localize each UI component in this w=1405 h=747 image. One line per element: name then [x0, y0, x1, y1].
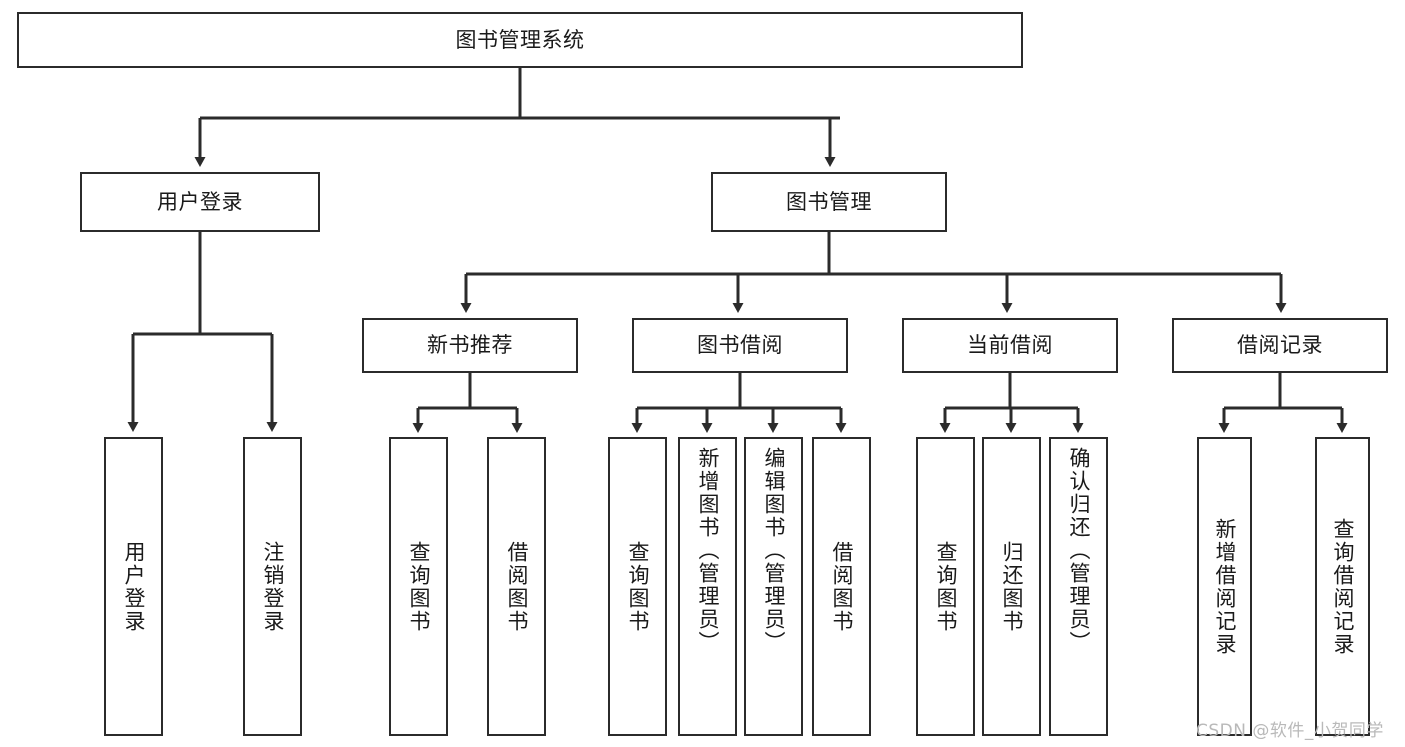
- node-book-borrow-label: 图书借阅: [697, 333, 783, 358]
- node-leaf-add-record[interactable]: 新增借阅记录: [1197, 437, 1252, 736]
- node-leaf-return-book[interactable]: 归还图书: [982, 437, 1041, 736]
- node-leaf-borrow-book-b[interactable]: 借阅图书: [812, 437, 871, 736]
- node-user-login-label: 用户登录: [157, 189, 243, 214]
- node-current-borrow[interactable]: 当前借阅: [902, 318, 1118, 373]
- node-leaf-borrow-book-rec[interactable]: 借阅图书: [487, 437, 546, 736]
- node-book-manage[interactable]: 图书管理: [711, 172, 947, 232]
- node-root[interactable]: 图书管理系统: [17, 12, 1023, 68]
- node-current-borrow-label: 当前借阅: [967, 333, 1053, 358]
- node-leaf-query-book-rec[interactable]: 查询图书: [389, 437, 448, 736]
- node-leaf-confirm-return-label: 确认归还（管理员）: [1067, 447, 1091, 654]
- node-book-manage-label: 图书管理: [786, 189, 872, 214]
- node-new-book-rec-label: 新书推荐: [427, 333, 513, 358]
- csdn-watermark: CSDN @软件_小贺同学: [1196, 721, 1384, 741]
- node-borrow-record-label: 借阅记录: [1237, 333, 1323, 358]
- node-leaf-edit-book-label: 编辑图书（管理员）: [762, 447, 786, 654]
- node-leaf-edit-book[interactable]: 编辑图书（管理员）: [744, 437, 803, 736]
- node-leaf-add-book[interactable]: 新增图书（管理员）: [678, 437, 737, 736]
- node-book-borrow[interactable]: 图书借阅: [632, 318, 848, 373]
- node-leaf-query-book-rec-label: 查询图书: [407, 540, 431, 633]
- node-borrow-record[interactable]: 借阅记录: [1172, 318, 1388, 373]
- node-leaf-borrow-book-b-label: 借阅图书: [830, 540, 854, 633]
- node-new-book-rec[interactable]: 新书推荐: [362, 318, 578, 373]
- node-user-login[interactable]: 用户登录: [80, 172, 320, 232]
- node-leaf-logout-label: 注销登录: [261, 540, 285, 633]
- node-leaf-query-book-c-label: 查询图书: [934, 540, 958, 633]
- node-leaf-add-book-label: 新增图书（管理员）: [696, 447, 720, 654]
- node-leaf-query-record-label: 查询借阅记录: [1331, 517, 1355, 656]
- node-leaf-add-record-label: 新增借阅记录: [1213, 517, 1237, 656]
- node-leaf-query-book-b-label: 查询图书: [626, 540, 650, 633]
- node-leaf-query-book-b[interactable]: 查询图书: [608, 437, 667, 736]
- node-leaf-user-login[interactable]: 用户登录: [104, 437, 163, 736]
- node-leaf-query-record[interactable]: 查询借阅记录: [1315, 437, 1370, 736]
- node-leaf-user-login-label: 用户登录: [122, 540, 146, 633]
- node-leaf-borrow-book-rec-label: 借阅图书: [505, 540, 529, 633]
- node-leaf-logout[interactable]: 注销登录: [243, 437, 302, 736]
- node-leaf-query-book-c[interactable]: 查询图书: [916, 437, 975, 736]
- node-root-label: 图书管理系统: [455, 27, 585, 52]
- node-leaf-return-book-label: 归还图书: [1000, 540, 1024, 633]
- node-leaf-confirm-return[interactable]: 确认归还（管理员）: [1049, 437, 1108, 736]
